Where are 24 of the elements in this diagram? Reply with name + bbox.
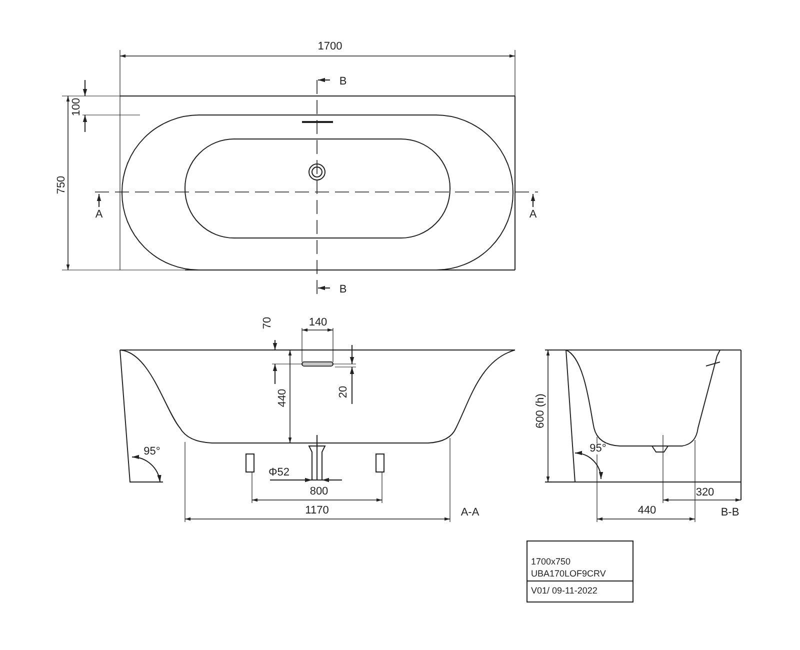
angle-label: 95° (590, 444, 606, 454)
section-label: A (529, 210, 537, 220)
diameter-label: Φ52 (268, 468, 290, 478)
section-label: B-B (720, 508, 740, 518)
section-label: A-A (460, 508, 480, 518)
dimension-label: 20 (338, 386, 350, 398)
dimension-label: 800 (310, 486, 328, 498)
dimension-label: 750 (56, 176, 68, 194)
dimension-label: 140 (308, 318, 328, 328)
dimension-label: 100 (72, 98, 82, 116)
dimension-label: 70 (262, 316, 274, 330)
title-block-text: UBA170LOF9CRV (531, 570, 606, 578)
section-label: A (95, 210, 103, 220)
dimension-label: 320 (696, 488, 714, 498)
dimension-label: 1170 (305, 506, 329, 516)
section-label: B (339, 284, 347, 296)
dimension-label: 600 (h) (536, 394, 546, 428)
dimension-label: 440 (278, 388, 288, 408)
title-block-text: 1700x750 (531, 558, 571, 566)
dimension-label: 1700 (318, 42, 342, 52)
angle-label: 95° (144, 446, 160, 458)
section-label: B (339, 76, 347, 88)
dimension-label: 440 (638, 506, 656, 516)
title-block-text: V01/ 09-11-2022 (531, 586, 598, 596)
